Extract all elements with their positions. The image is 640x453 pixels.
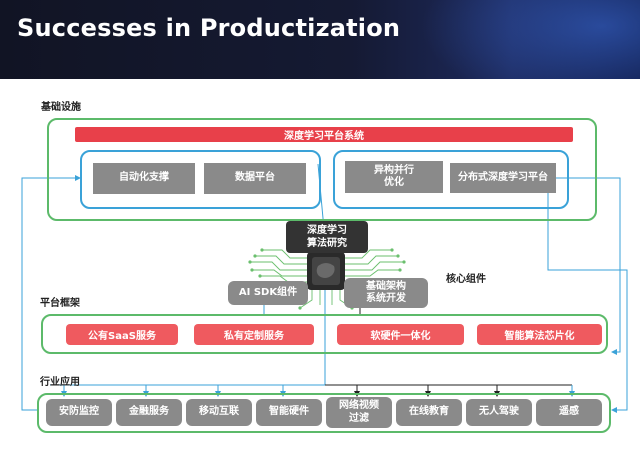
- hw-sw-integration-box: 软硬件一体化: [337, 324, 464, 345]
- industry-online-edu-box: 在线教育: [396, 399, 462, 426]
- infra-right-group: [333, 150, 569, 209]
- automation-support-box: 自动化支撑: [93, 163, 195, 194]
- header-glow: [420, 0, 640, 79]
- dl-algorithm-research-box: 深度学习 算法研究: [286, 221, 368, 253]
- section-infrastructure-label: 基础设施: [41, 102, 81, 113]
- section-platform-label: 平台框架: [40, 298, 80, 309]
- industry-box: [37, 393, 611, 433]
- section-core-label: 核心组件: [446, 274, 486, 285]
- private-custom-box: 私有定制服务: [194, 324, 314, 345]
- industry-mobile-box: 移动互联: [186, 399, 252, 426]
- ai-sdk-component-box: AI SDK组件: [228, 281, 308, 305]
- infrastructure-box: [47, 118, 597, 221]
- industry-finance-box: 金融服务: [116, 399, 182, 426]
- deep-learning-platform-bar: 深度学习平台系统: [75, 127, 573, 142]
- public-saas-box: 公有SaaS服务: [66, 324, 178, 345]
- right-dist-line: [555, 177, 621, 355]
- right-outer-line: [547, 180, 628, 413]
- section-industry-label: 行业应用: [40, 377, 80, 388]
- infra-left-group: [80, 150, 321, 209]
- industry-smart-hardware-box: 智能硬件: [256, 399, 322, 426]
- industry-security-box: 安防监控: [46, 399, 112, 426]
- heterogeneous-optimization-box: 异构并行 优化: [345, 161, 443, 193]
- industry-video-filter-box: 网络视频 过滤: [326, 397, 392, 428]
- data-platform-box: 数据平台: [204, 163, 306, 194]
- industry-remote-sensing-box: 遥感: [536, 399, 602, 426]
- distributed-dl-platform-box: 分布式深度学习平台: [450, 163, 556, 193]
- chip-graphic: [248, 244, 406, 310]
- header-banner: Successes in Productization: [0, 0, 640, 79]
- page-title: Successes in Productization: [17, 14, 401, 42]
- industry-autonomous-driving-box: 无人驾驶: [466, 399, 532, 426]
- platform-box: [41, 314, 608, 354]
- ai-chip-box: 智能算法芯片化: [477, 324, 602, 345]
- left-feedback-line: [21, 175, 81, 411]
- infra-system-dev-box: 基础架构 系统开发: [344, 278, 428, 308]
